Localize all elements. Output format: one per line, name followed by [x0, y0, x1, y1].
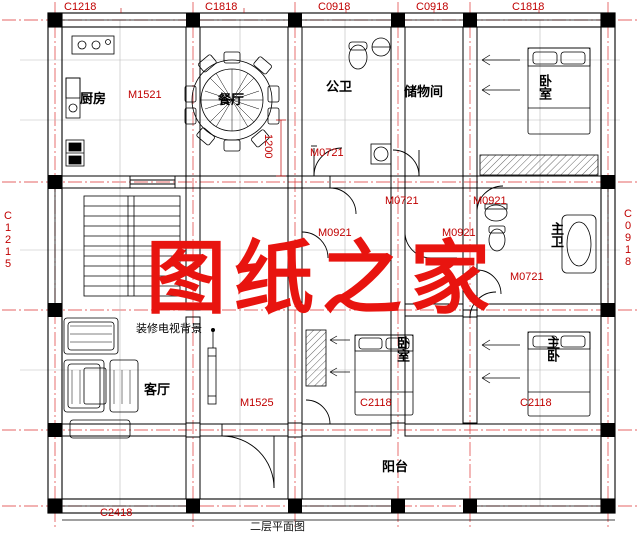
window-tag-c1818-b: C1818 [512, 1, 545, 13]
window-tag-c2418: C2418 [100, 507, 133, 519]
room-label-public-toilet: 公卫 [326, 79, 353, 94]
watermark: 图纸之家 [146, 234, 498, 323]
room-label-master-bath: 主卫 [549, 222, 564, 248]
room-label-bedroom-top-right: 卧室 [537, 74, 552, 100]
window-tag-c0918-a: C0918 [318, 1, 351, 13]
window-tag-c1215: C1215 [2, 210, 14, 270]
door-tag-m0721-c: M0721 [510, 271, 544, 283]
door-tag-m0921-c: M0921 [442, 227, 476, 239]
window-tag-c1218: C1218 [64, 1, 97, 13]
door-tag-m0921-b: M0921 [318, 227, 352, 239]
note-tv-background: 装修电视背景 [136, 323, 202, 335]
room-label-balcony: 阳台 [382, 459, 409, 474]
door-tag-m0921-a: M0921 [473, 195, 507, 207]
window-tag-c0918-b: C0918 [416, 1, 449, 13]
window-tag-c2118-b: C2118 [520, 397, 552, 409]
room-label-storage: 储物间 [404, 84, 444, 99]
room-label-master-bedroom: 主卧 [545, 336, 560, 362]
room-label-dining: 餐厅 [218, 92, 245, 107]
dimension-1200: 1200 [262, 134, 274, 159]
window-tag-c0918-right: C0918 [622, 208, 634, 268]
room-label-living: 客厅 [144, 382, 171, 397]
door-tag-m0721-a: M0721 [310, 147, 344, 159]
door-tag-m1521: M1521 [128, 89, 162, 101]
room-label-bedroom-mid: 卧室 [395, 336, 410, 362]
drawing-title: 二层平面图 [250, 521, 305, 533]
window-tag-c2118-a: C2118 [360, 397, 392, 409]
room-label-kitchen: 厨房 [80, 91, 107, 106]
window-tag-c1818-a: C1818 [205, 1, 238, 13]
door-tag-m1525: M1525 [240, 397, 274, 409]
door-tag-m0721-b: M0721 [385, 195, 419, 207]
